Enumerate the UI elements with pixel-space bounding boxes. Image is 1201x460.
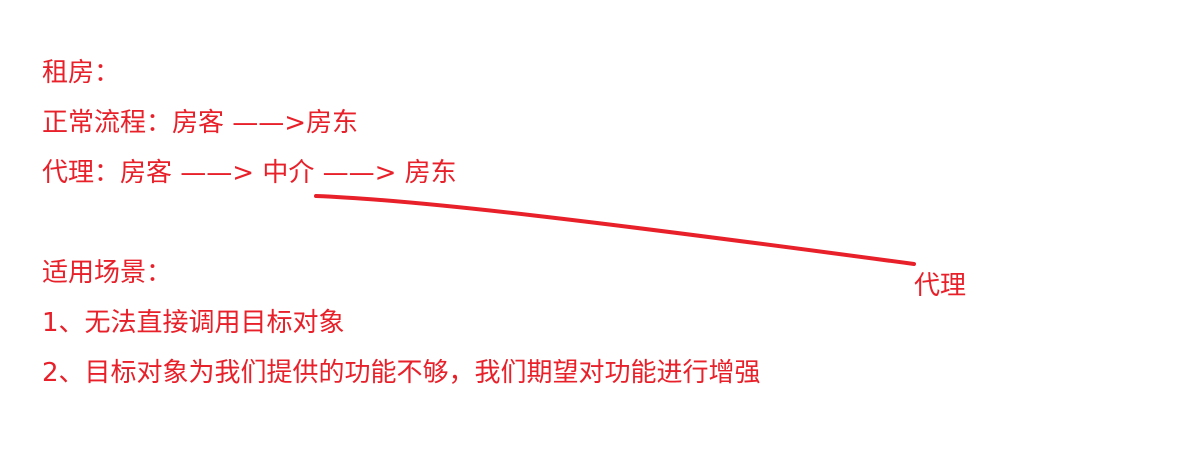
scenario-item-2: 2、目标对象为我们提供的功能不够，我们期望对功能进行增强 (42, 358, 761, 388)
scenario-item-1: 1、无法直接调用目标对象 (42, 308, 345, 338)
scenarios-heading: 适用场景： (42, 258, 173, 288)
annotation-line (314, 194, 916, 266)
annotation-label: 代理 (914, 271, 967, 301)
proxy-flow-line: 代理：房客 ——> 中介 ——> 房东 (42, 158, 457, 188)
rent-heading: 租房： (42, 58, 121, 88)
normal-flow-line: 正常流程：房客 ——>房东 (42, 108, 359, 138)
